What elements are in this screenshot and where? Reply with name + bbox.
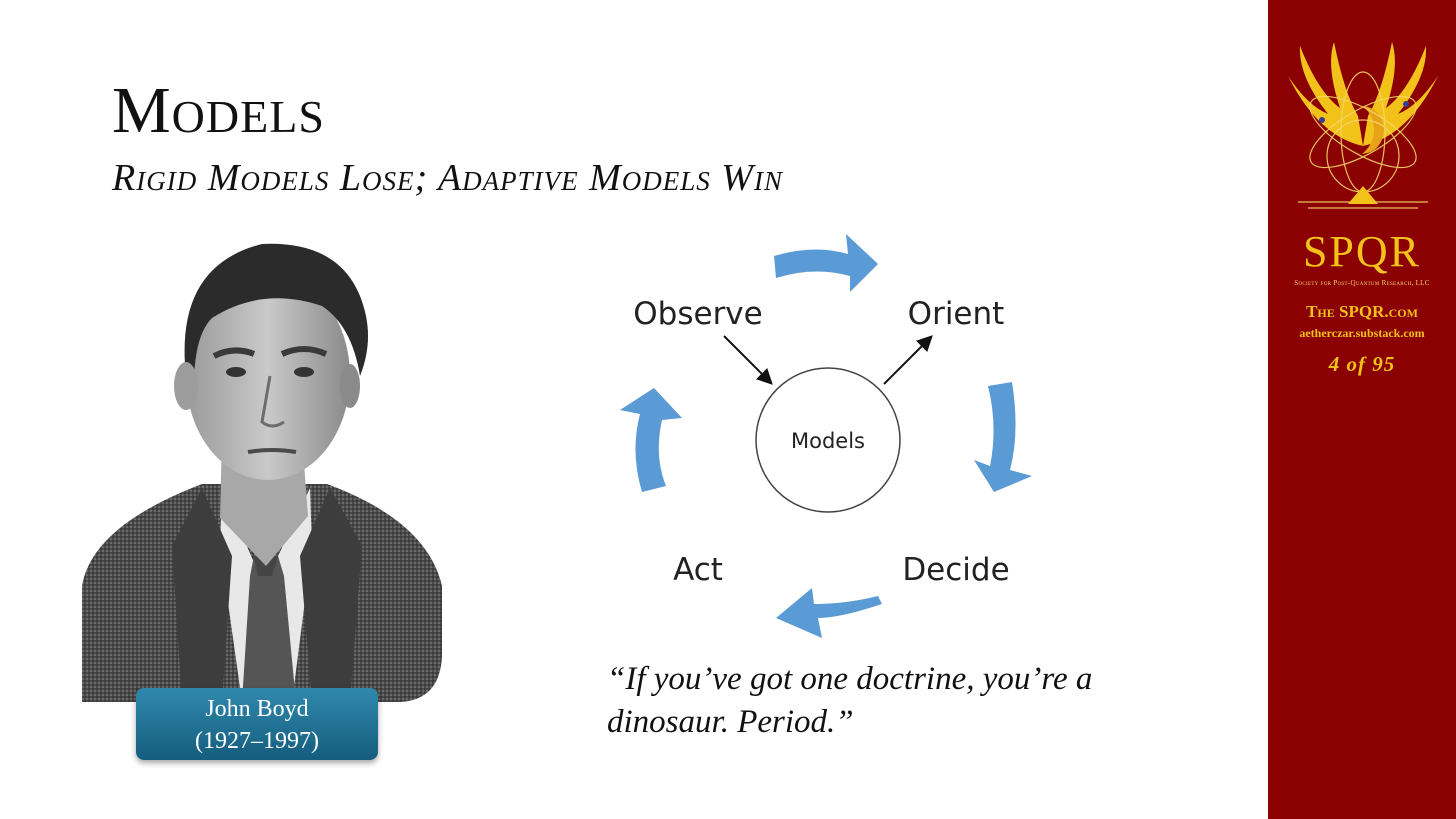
arrow-observe-to-orient	[774, 234, 878, 292]
slide-title: Models	[112, 74, 325, 147]
slide-subtitle: Rigid Models Lose; Adaptive Models Win	[112, 157, 783, 199]
models-circle	[755, 367, 901, 513]
slide: Models Rigid Models Lose; Adaptive Model…	[82, 74, 1167, 760]
page-number: 4 of 95	[1328, 352, 1396, 376]
brand-substack-link[interactable]: aetherczar.substack.com	[1299, 326, 1425, 340]
portrait-caption: John Boyd (1927–1997)	[136, 688, 378, 760]
arrow-decide-to-act	[776, 588, 882, 638]
brand-sidebar: SPQR Society for Post-Quantum Research, …	[1268, 0, 1456, 819]
brand-spqr: SPQR	[1302, 227, 1422, 276]
spqr-emblem-icon	[1288, 42, 1438, 209]
arrow-observe-to-models	[723, 335, 773, 385]
caption-name: John Boyd	[205, 696, 309, 722]
node-decide: Decide	[902, 552, 1009, 588]
ooda-loop-diagram: Models Observe Orient Decide Act	[620, 234, 1032, 638]
boyd-quote: “If you’ve got one doctrine, you’re a di…	[607, 658, 1167, 744]
brand-website-link[interactable]: The SPQR.com	[1306, 302, 1418, 321]
node-models: Models	[791, 429, 865, 453]
quote-line-2: dinosaur. Period.”	[607, 704, 854, 740]
quote-line-1: “If you’ve got one doctrine, you’re a	[607, 661, 1093, 697]
node-observe: Observe	[633, 296, 762, 332]
john-boyd-portrait	[82, 243, 442, 702]
arrow-act-to-observe	[620, 388, 682, 492]
brand-society: Society for Post-Quantum Research, LLC	[1294, 279, 1430, 287]
node-orient: Orient	[908, 296, 1005, 332]
node-act: Act	[673, 552, 723, 588]
arrow-models-to-orient	[883, 335, 933, 385]
caption-years: (1927–1997)	[195, 728, 319, 754]
arrow-orient-to-decide	[974, 382, 1032, 492]
